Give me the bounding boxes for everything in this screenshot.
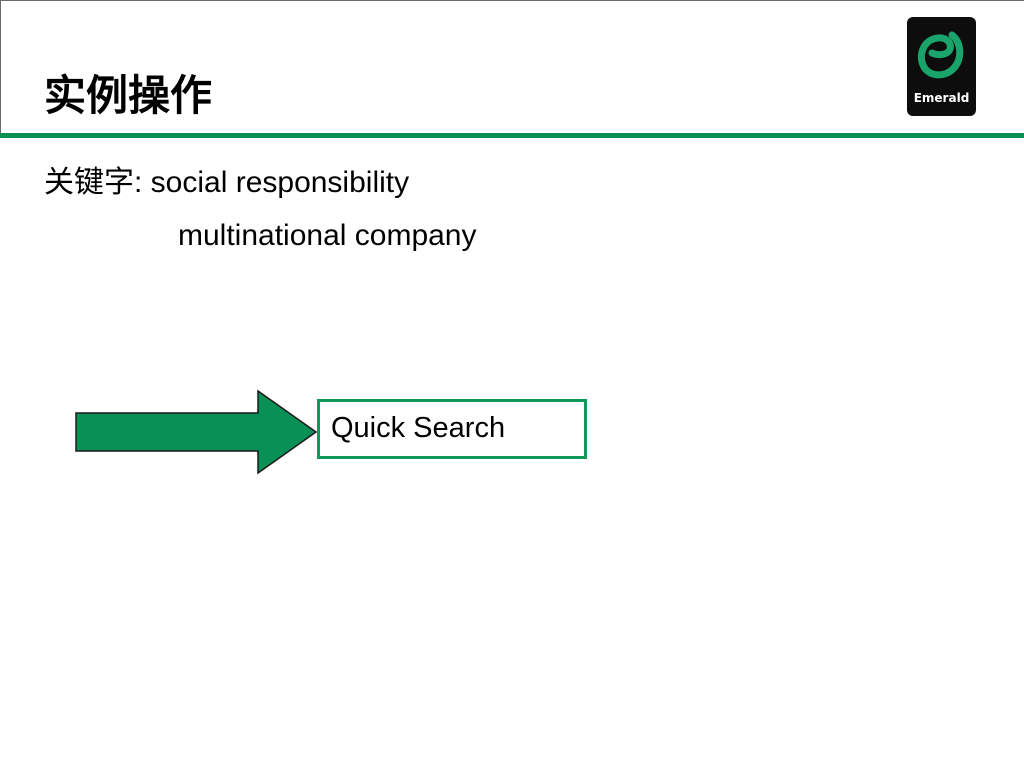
title-divider (0, 133, 1024, 138)
slide-frame-left (0, 0, 1, 134)
slide-title: 实例操作 (44, 71, 213, 120)
keyword-1: social responsibility (150, 166, 410, 199)
keyword-label: 关键字 (44, 165, 134, 200)
quick-search-button[interactable]: Quick Search (317, 399, 587, 459)
emerald-logo-icon (917, 31, 964, 79)
keyword-2: multinational company (178, 219, 477, 252)
keyword-line-1: 关键字: social responsibility (44, 164, 409, 202)
keyword-separator: : (134, 166, 151, 199)
quick-search-label: Quick Search (331, 412, 506, 444)
right-arrow-icon (75, 389, 318, 475)
emerald-logo: Emerald (907, 17, 976, 116)
slide-frame-top (0, 0, 1024, 1)
keyword-line-2: multinational company (178, 217, 477, 255)
logo-wordmark: Emerald (913, 91, 970, 105)
